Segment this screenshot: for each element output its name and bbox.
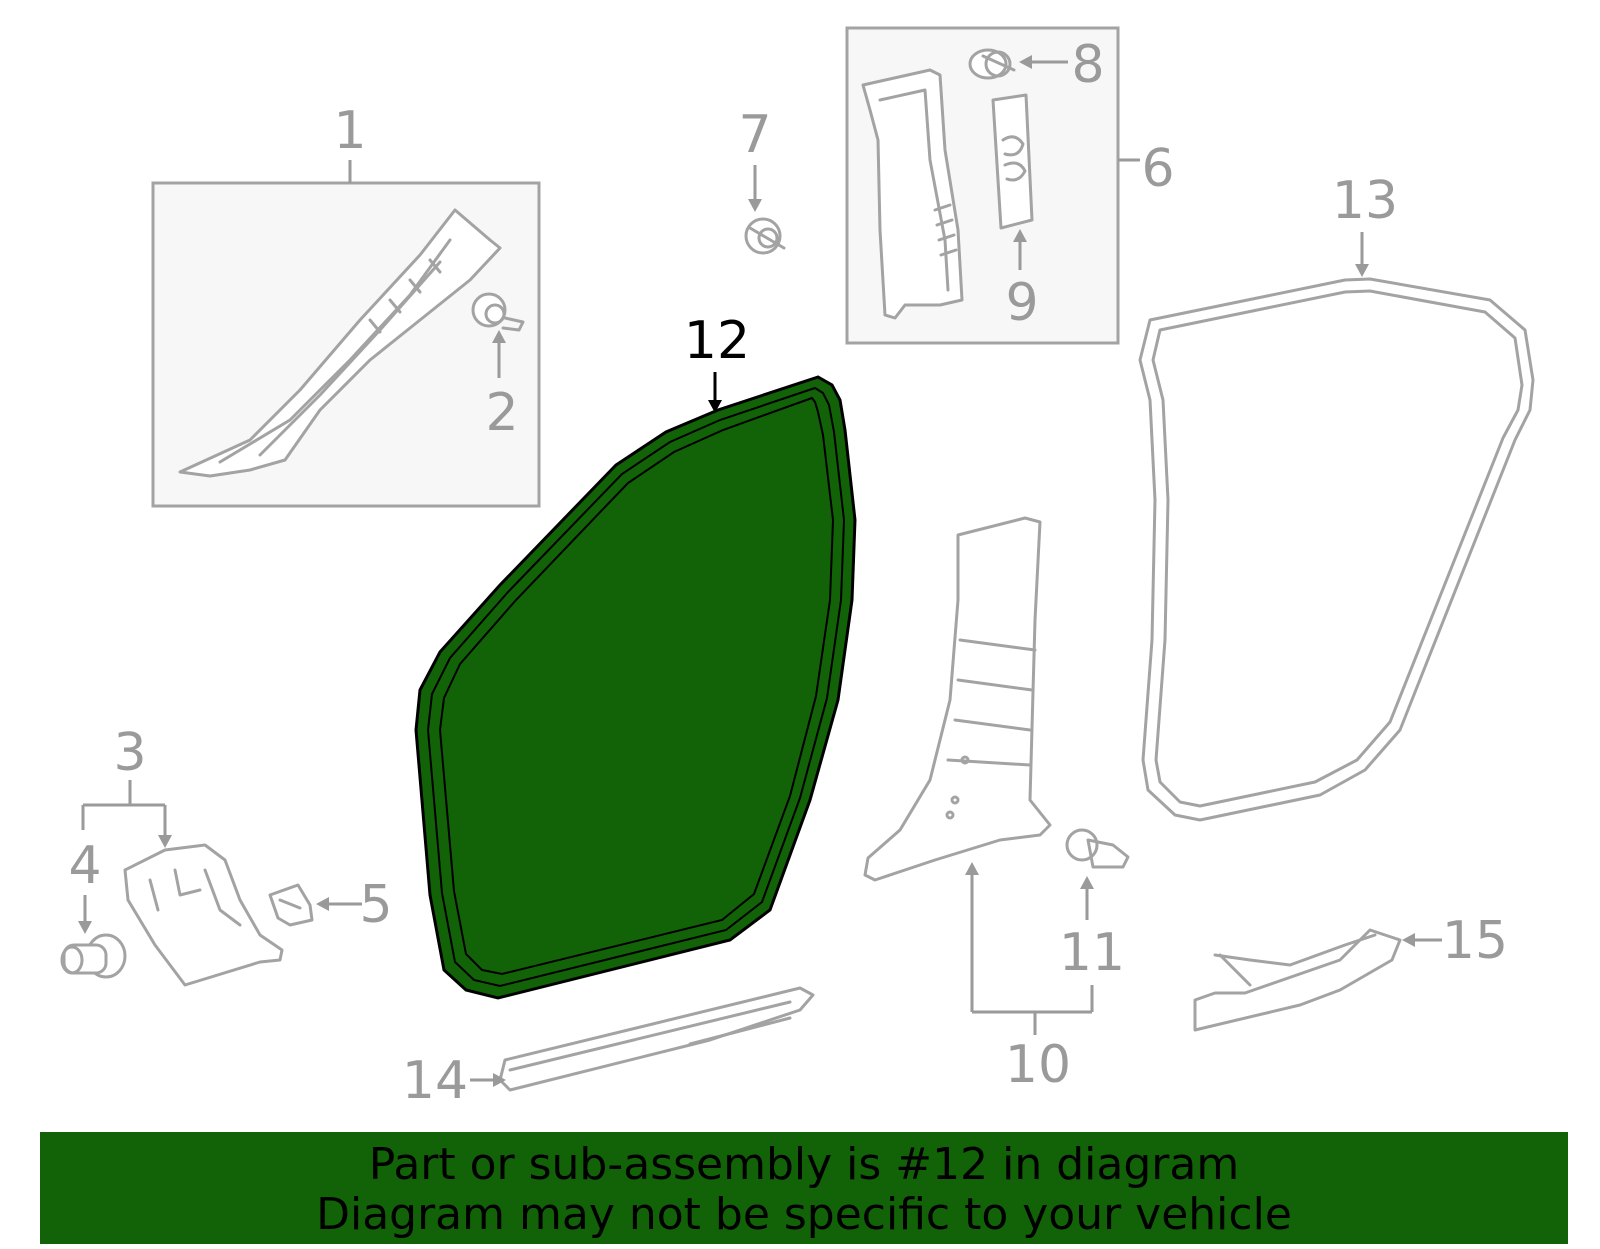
callout-9: 9 — [1005, 273, 1038, 333]
callout-1: 1 — [333, 101, 366, 161]
callout-2: 2 — [485, 383, 518, 443]
part-14-front-scuff-plate[interactable] — [498, 986, 815, 1092]
callout-15: 15 — [1442, 911, 1508, 971]
banner-line-1: Part or sub-assembly is #12 in diagram — [368, 1139, 1240, 1190]
part-2-clip[interactable] — [471, 292, 525, 332]
part-13-rear-door-weatherstrip[interactable] — [1138, 277, 1535, 822]
callout-3: 3 — [113, 723, 146, 783]
part-6-center-pillar-garnish[interactable] — [861, 68, 964, 320]
banner-line-2: Diagram may not be specific to your vehi… — [316, 1189, 1292, 1240]
part-10-lower-pillar-garnish[interactable] — [863, 516, 1052, 882]
callout-8: 8 — [1071, 35, 1104, 95]
callout-5: 5 — [359, 875, 392, 935]
callout-7: 7 — [738, 105, 771, 165]
part-8-clip[interactable] — [968, 48, 1016, 80]
notice-banner: Part or sub-assembly is #12 in diagram D… — [40, 1132, 1568, 1244]
callout-11: 11 — [1059, 923, 1125, 983]
part-4-bushing[interactable] — [60, 933, 127, 979]
callout-14: 14 — [402, 1051, 468, 1111]
callout-10: 10 — [1005, 1035, 1071, 1095]
part-1-a-pillar-garnish[interactable] — [178, 208, 502, 478]
part-12-front-door-weatherstrip[interactable] — [414, 375, 857, 1000]
part-7-clip[interactable] — [744, 217, 786, 255]
part-5-clip[interactable] — [268, 883, 314, 927]
part-3-cowl-side-trim[interactable] — [123, 843, 284, 987]
part-11-clip[interactable] — [1065, 828, 1130, 869]
callout-13: 13 — [1332, 171, 1398, 231]
part-15-rear-scuff-plate[interactable] — [1193, 928, 1402, 1032]
part-9-bracket[interactable] — [991, 93, 1034, 230]
callout-4: 4 — [68, 836, 101, 896]
callout-12: 12 — [684, 311, 750, 371]
callout-6: 6 — [1141, 139, 1174, 199]
